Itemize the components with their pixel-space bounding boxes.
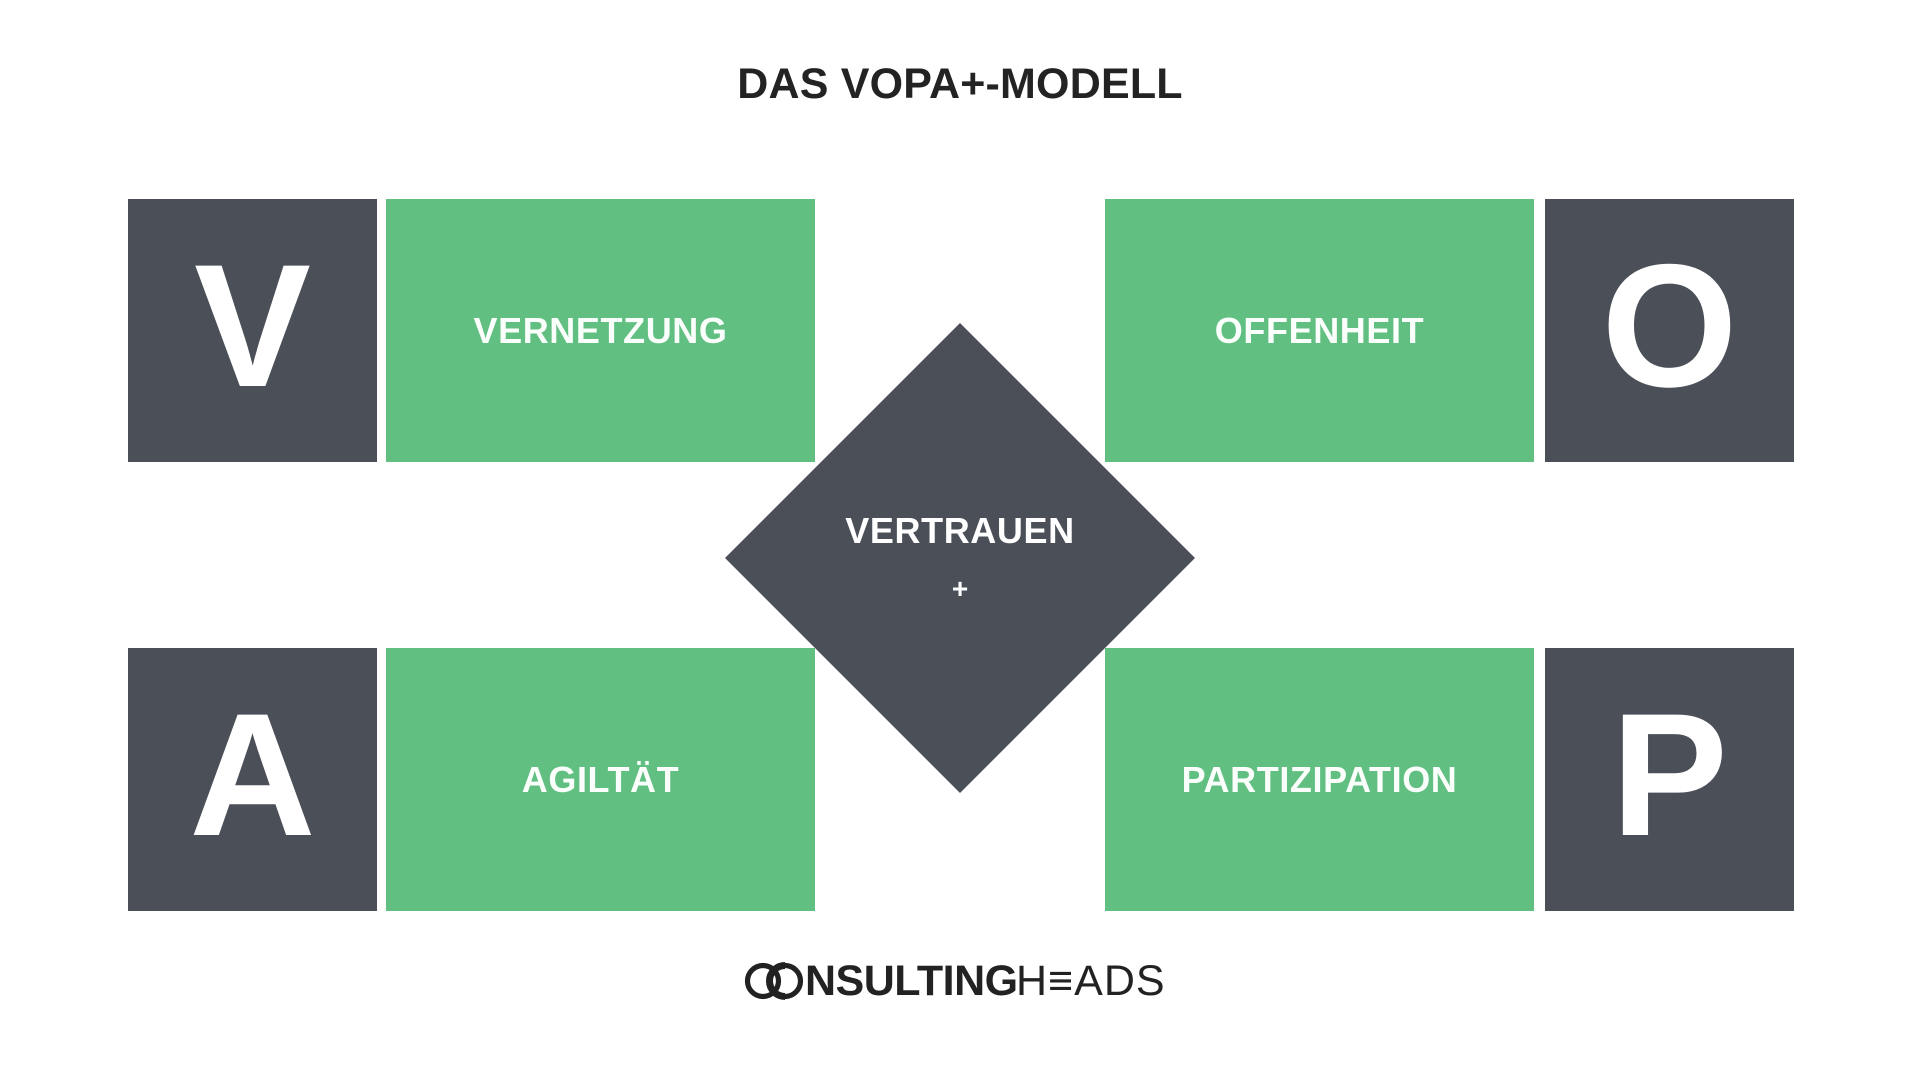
letter-box-o: O [1545,199,1794,462]
pillar-box-vernetzung: VERNETZUNG [386,199,815,462]
pillar-label-partizipation: PARTIZIPATION [1181,758,1458,800]
logo-bold-text: NSULTING [805,957,1018,1005]
consultingheads-logo: NSULTING H≡ADS [0,955,1920,1007]
pillar-box-offenheit: OFFENHEIT [1105,199,1534,462]
consultingheads-logo-icon: NSULTING H≡ADS [744,957,1166,1005]
letter-glyph-v: V [194,229,311,424]
letter-box-a: A [128,648,377,911]
diamond-text-group: VERTRAUEN + [725,323,1195,793]
pillar-label-offenheit: OFFENHEIT [1214,309,1425,351]
letter-box-v: V [128,199,377,462]
diamond-plus-sign: + [951,573,969,604]
letter-glyph-o: O [1601,229,1738,424]
logo-light-text: H≡ADS [1016,957,1166,1005]
letter-box-p: P [1545,648,1794,911]
letter-glyph-a: A [189,678,316,873]
pillar-label-agilitaet: AGILTÄT [521,758,680,800]
letter-glyph-p: P [1611,678,1728,873]
page-title: DAS VOPA+-MODELL [737,60,1183,108]
pillar-label-vernetzung: VERNETZUNG [473,309,728,351]
pillar-box-agilitaet: AGILTÄT [386,648,815,911]
diamond-label-vertrauen: VERTRAUEN [845,510,1075,551]
pillar-box-partizipation: PARTIZIPATION [1105,648,1534,911]
